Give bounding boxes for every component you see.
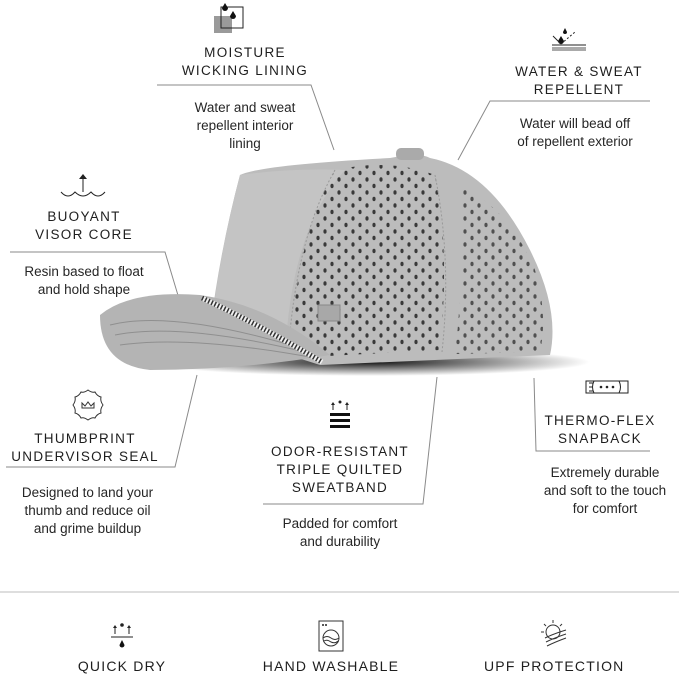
bottom-label-hand-washable: HAND WASHABLE xyxy=(262,658,400,674)
moisture-wicking-icon xyxy=(214,3,244,33)
quick-dry-icon xyxy=(111,623,133,648)
water-repellent-icon xyxy=(552,28,586,51)
hand-washable-icon xyxy=(318,620,344,652)
upf-protection-icon xyxy=(541,620,567,647)
sweatband-icon xyxy=(330,400,350,428)
hat-image xyxy=(100,148,590,376)
thumbprint-seal-icon xyxy=(72,389,104,421)
bottom-label-quick-dry: QUICK DRY xyxy=(77,658,167,674)
buoyant-icon xyxy=(60,174,106,197)
snapback-icon xyxy=(585,380,629,394)
bottom-label-upf-protection: UPF PROTECTION xyxy=(484,658,625,674)
